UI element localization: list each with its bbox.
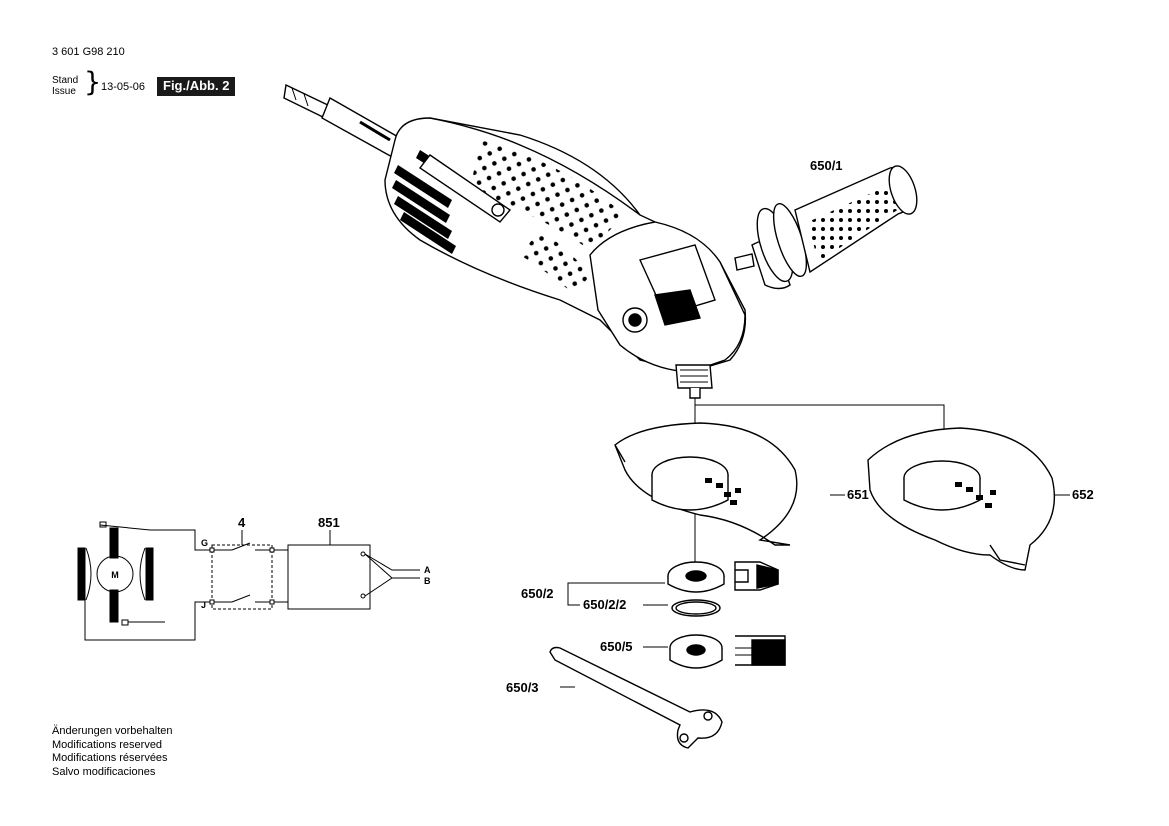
note-fr: Modifications réservées bbox=[52, 752, 168, 764]
nut-650-5 bbox=[669, 634, 786, 669]
note-en: Modifications reserved bbox=[52, 738, 163, 751]
stand-issue-label: Stand Issue bbox=[52, 75, 78, 97]
callout-851: 851 bbox=[318, 515, 340, 530]
callout-652: 652 bbox=[1072, 487, 1094, 502]
callout-650-5: 650/5 bbox=[600, 639, 633, 654]
callout-651: 651 bbox=[847, 487, 869, 502]
stand-label: Stand bbox=[52, 75, 79, 86]
note-de: Änderungen vorbehalten bbox=[52, 725, 173, 737]
issue-label: Issue bbox=[52, 86, 76, 97]
terminal-g-label: G bbox=[201, 538, 208, 548]
side-handle bbox=[734, 165, 918, 290]
part-number: 3 601 G98 210 bbox=[52, 46, 125, 58]
terminal-a-label: A bbox=[424, 565, 431, 575]
callout-switch-4: 4 bbox=[238, 515, 246, 530]
spanner-650-3 bbox=[549, 646, 723, 749]
callout-650-1: 650/1 bbox=[810, 158, 843, 173]
wiring-diagram bbox=[77, 521, 420, 641]
modification-notes: Änderungen vorbehalten Modifications res… bbox=[52, 725, 172, 779]
grinder-body bbox=[283, 83, 747, 399]
callout-650-2: 650/2 bbox=[521, 586, 554, 601]
callout-650-3: 650/3 bbox=[506, 680, 539, 695]
flange-650-2 bbox=[667, 561, 779, 617]
terminal-j-label: J bbox=[201, 600, 206, 610]
note-es: Salvo modificaciones bbox=[52, 765, 156, 778]
motor-label: M bbox=[111, 570, 119, 580]
figure-badge: Fig./Abb. 2 bbox=[157, 77, 236, 96]
callout-650-2-2: 650/2/2 bbox=[583, 597, 627, 612]
terminal-b-label: B bbox=[424, 576, 431, 586]
issue-date: 13-05-06 bbox=[101, 81, 146, 93]
guard-651 bbox=[614, 422, 798, 546]
brace-glyph: } bbox=[84, 67, 102, 98]
guard-652 bbox=[867, 427, 1056, 571]
